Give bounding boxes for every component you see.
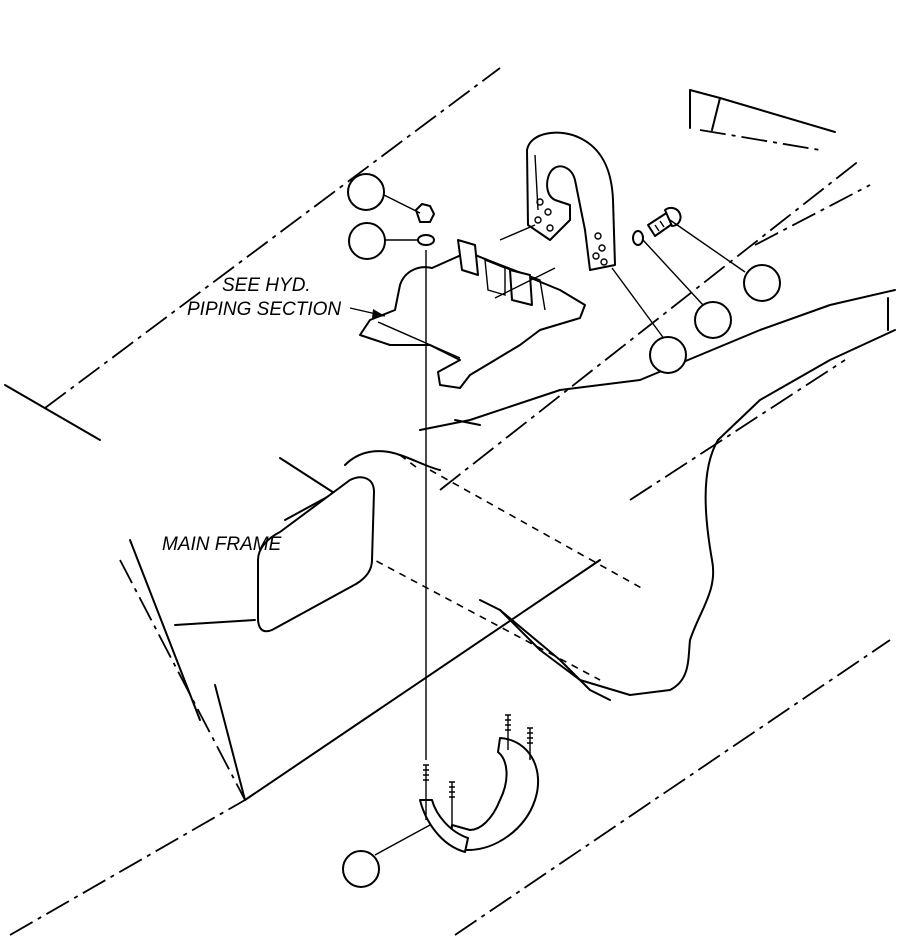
- mounting-bracket: [359, 239, 586, 389]
- leader-lines: [374, 194, 746, 856]
- hook-bracket: [526, 131, 616, 271]
- callout-bubble-bolt: [743, 264, 781, 302]
- washer-left: [417, 234, 435, 246]
- callout-bubbles: [342, 173, 781, 888]
- callout-bubble-nut: [347, 173, 385, 211]
- main-frame-body: [4, 67, 896, 936]
- washer-right: [632, 230, 644, 246]
- see-hyd-label-line1: SEE HYD.: [222, 275, 311, 296]
- callout-bubble-hook: [649, 336, 687, 374]
- nut: [415, 203, 435, 223]
- main-frame-plate: [257, 476, 375, 633]
- u-bolt-strap: [419, 714, 540, 853]
- see-hyd-arrow: [349, 307, 386, 318]
- callout-bubble-u-bolt: [342, 850, 380, 888]
- main-frame-label: MAIN FRAME: [162, 534, 282, 555]
- see-hyd-label-line2: PIPING SECTION: [187, 299, 341, 320]
- callout-bubble-washer-right: [694, 301, 732, 339]
- bolt: [647, 206, 682, 237]
- callout-bubble-washer-left: [348, 222, 386, 260]
